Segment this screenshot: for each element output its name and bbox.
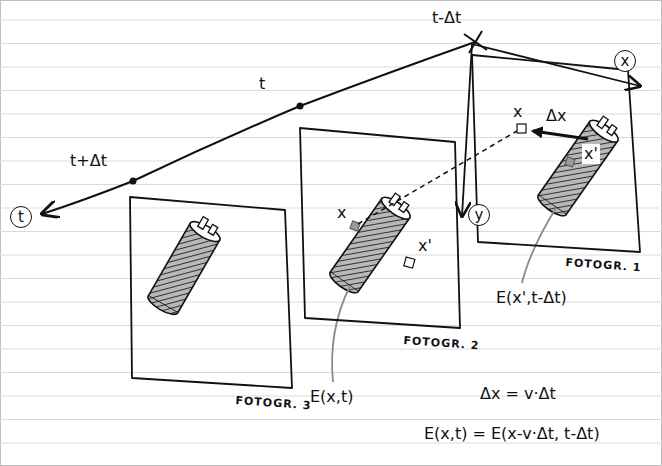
ruled-lines [0,20,662,443]
point-marker [565,157,575,167]
axis-cross [464,31,487,53]
point-label: x' [582,144,600,164]
time-label: t [259,74,265,94]
point-marker [404,257,415,268]
displacement-arrow [533,131,588,139]
spray-can [327,189,417,297]
axis-name: y [468,204,490,226]
axis-name: t [10,206,32,228]
equation: E(x,t) = E(x-v·Δt, t-Δt) [424,424,600,444]
photo-frame: FOTOGR. 1 [466,50,648,276]
photo-caption: FOTOGR. 1 [565,256,642,274]
time-label: t-Δt [432,8,461,28]
leader-line [332,286,350,382]
photo-frame: FOTOGR. 3 [126,193,314,415]
intensity-label: E(x',t-Δt) [496,288,567,308]
displacement-label: Δx [546,106,566,126]
x-axis [472,44,640,86]
photo-border [130,197,292,388]
axis-name: x [614,50,636,72]
correspondence-line [358,131,517,224]
frame-outline [296,124,482,354]
point-label: x [337,203,346,223]
photo-caption: FOTOGR. 2 [403,334,480,352]
photo-border [472,55,640,252]
point-label: x [513,102,522,122]
frame-outline [126,193,314,415]
point-marker [517,124,526,133]
photo-frame: FOTOGR. 2 [296,124,482,354]
photo-border [300,128,460,328]
time-dot [297,103,304,110]
equation: Δx = v·Δt [480,384,556,404]
time-axis [42,42,475,214]
point-label: x' [418,236,432,256]
photo-caption: FOTOGR. 3 [235,394,312,412]
spray-can [535,112,625,220]
y-axis [462,44,472,216]
spray-can [145,213,225,318]
frame-outline [466,50,648,276]
time-dot [130,178,137,185]
point-marker [350,221,360,231]
intensity-label: E(x,t) [310,387,353,407]
time-label: t+Δt [70,151,107,171]
